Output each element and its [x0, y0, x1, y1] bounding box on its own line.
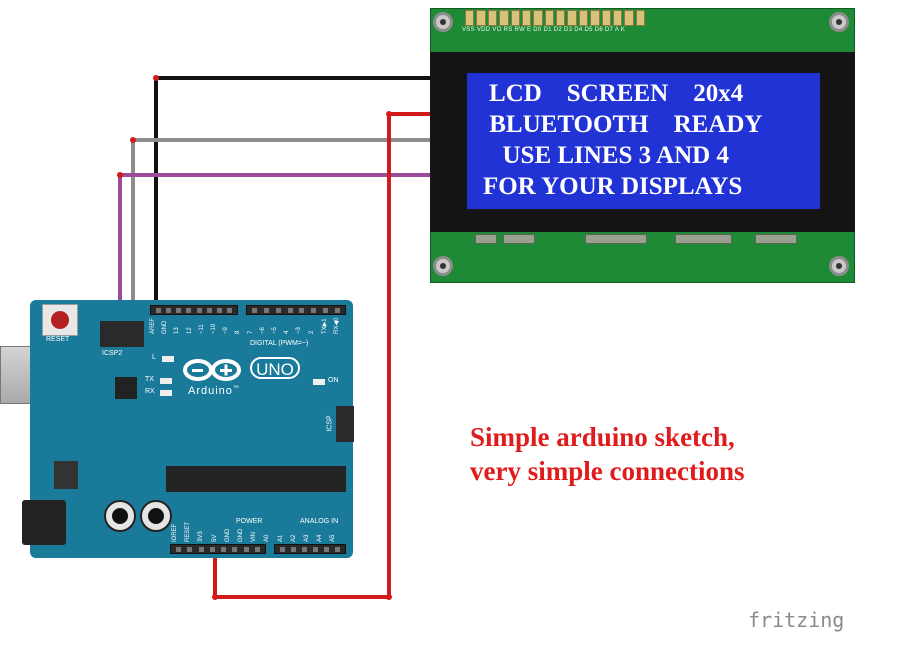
wire-endpoint [386, 594, 392, 600]
wire-endpoint [117, 172, 123, 178]
led-l [162, 356, 174, 362]
pin-label: RX◀0 [334, 317, 340, 334]
mount-hole-icon [829, 12, 849, 32]
led-tx-label: TX [145, 376, 154, 383]
pin-label: GND [238, 528, 244, 542]
capacitor-icon [140, 500, 172, 532]
icsp-label: ICSP [326, 415, 334, 432]
purple-wire [118, 173, 432, 312]
reset-label: RESET [46, 336, 70, 343]
pin-label: A0 [264, 534, 271, 542]
arduino-brand: Arduino™ [188, 385, 240, 397]
analog-header [274, 544, 346, 554]
pin-label: A2 [290, 534, 297, 542]
pin-label: ~11 [198, 324, 205, 334]
lcd-line-4: FOR YOUR DISPLAYS [483, 173, 743, 200]
pin-label: A4 [317, 534, 324, 542]
wire-endpoint [386, 111, 392, 117]
mount-hole-icon [433, 12, 453, 32]
analog-label: ANALOG IN [300, 518, 339, 525]
pin-label: ~3 [296, 327, 303, 334]
top-pin-labels: AREF GND 13 12 ~11 ~10 ~9 8 7 ~6 ~5 4 ~3 2 TX▶1 RX◀0 [150, 318, 346, 340]
icsp2-label: ICSP2 [102, 350, 123, 357]
lcd-smd-components [475, 234, 805, 248]
pin-label: 7 [247, 330, 254, 334]
lcd-pin-labels: VSS VDD VO RS RW E D0 D1 D2 D3 D4 D5 D6 … [462, 27, 626, 33]
pin-label: ~10 [211, 323, 217, 334]
mount-hole-icon [433, 256, 453, 276]
pin-label: 2 [308, 330, 315, 334]
pin-label: 12 [186, 327, 193, 334]
pin-label: 3V3 [198, 531, 205, 542]
usb-chip [115, 377, 137, 399]
pin-label: 4 [284, 330, 291, 334]
icsp2-header [100, 321, 144, 347]
power-header [170, 544, 266, 554]
atmega-chip [166, 466, 346, 492]
digital-label: DIGITAL (PWM=~) [250, 340, 309, 347]
pin-label: ~5 [272, 327, 278, 334]
pin-label: RESET [185, 521, 192, 542]
reset-button [42, 304, 78, 336]
arduino-uno-board [30, 300, 353, 558]
lcd-screen [467, 73, 820, 209]
lcd-line-3: USE LINES 3 AND 4 [490, 142, 729, 169]
uno-mark: UNO [250, 357, 300, 379]
arduino-infinity-logo-icon [183, 359, 241, 381]
dc-power-jack [22, 500, 66, 545]
fritzing-watermark: fritzing [748, 608, 845, 632]
bottom-pin-labels: IOREF RESET 3V3 5V GND GND VIN A0 A1 A2 A3 A4 A5 [172, 522, 348, 542]
digital-header-left [150, 305, 238, 315]
digital-header-right [246, 305, 346, 315]
caption-line-1: Simple arduino sketch, [470, 422, 735, 452]
lcd-pin-header [465, 10, 645, 26]
led-rx [160, 390, 172, 396]
caption-line-2: very simple connections [470, 456, 745, 486]
pin-label: ~9 [223, 327, 230, 334]
pin-label: VIN [251, 531, 258, 542]
power-label: POWER [236, 518, 263, 525]
capacitor-icon [104, 500, 136, 532]
led-on [313, 379, 325, 385]
pin-label: A3 [304, 534, 310, 542]
pin-label: ~6 [259, 327, 266, 334]
led-rx-label: RX [145, 388, 155, 395]
wire-endpoint [130, 137, 136, 143]
pin-label: AREF [150, 317, 156, 334]
lcd-line-2: BLUETOOTH READY [483, 111, 763, 138]
pin-label: GND [224, 528, 231, 542]
led-tx [160, 378, 172, 384]
icsp-header [336, 406, 354, 442]
mount-hole-icon [829, 256, 849, 276]
pin-label: IOREF [172, 523, 178, 542]
pin-label: A1 [277, 534, 284, 542]
voltage-regulator [54, 461, 78, 489]
pin-label: GND [162, 320, 169, 334]
pin-label: A5 [330, 534, 337, 542]
pin-label: 5V [211, 534, 218, 542]
pin-label: 13 [174, 327, 181, 334]
pin-label: 8 [235, 330, 242, 334]
wire-endpoint [153, 75, 159, 81]
pin-label: TX▶1 [321, 318, 328, 334]
led-l-label: L [152, 354, 156, 361]
wire-endpoint [212, 594, 218, 600]
led-on-label: ON [328, 377, 339, 384]
lcd-line-1: LCD SCREEN 20x4 [489, 80, 744, 107]
